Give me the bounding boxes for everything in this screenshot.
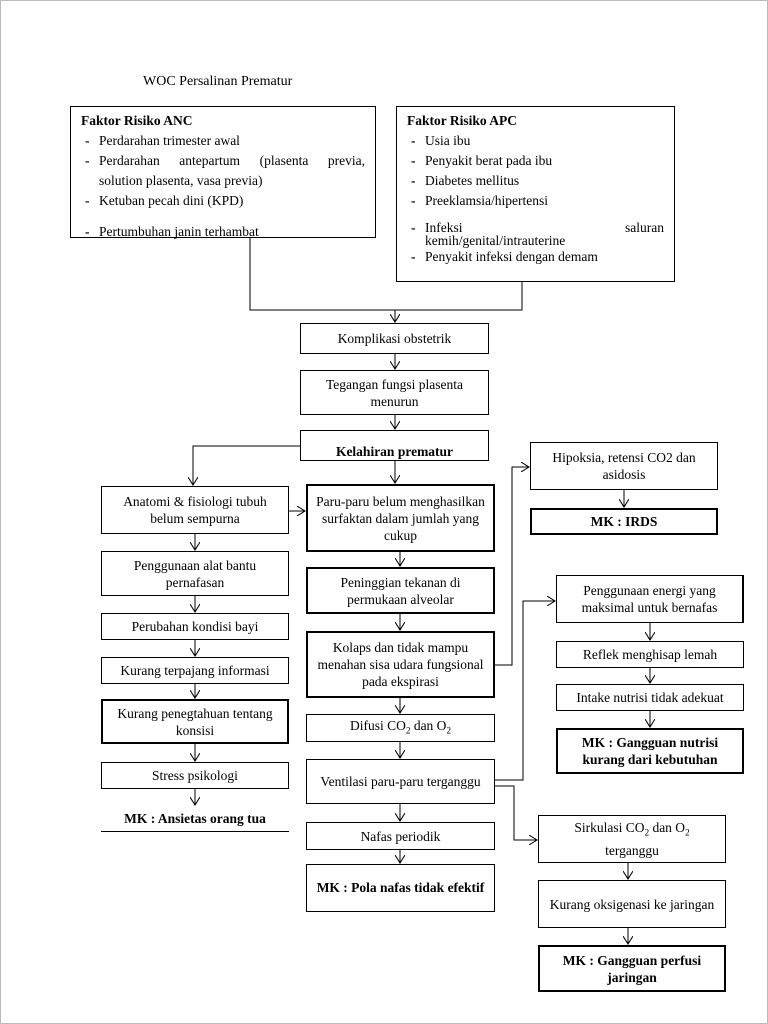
- alat-bantu-box: Penggunaan alat bantu pernafasan: [101, 551, 289, 596]
- apc-item-cont: kemih/genital/intrauterine: [425, 233, 566, 248]
- stress-box: Stress psikologi: [101, 762, 289, 789]
- kelahiran-box: Kelahiran prematur: [300, 430, 489, 461]
- difusi-box: Difusi CO2 dan O2: [306, 714, 495, 742]
- mk-perfusi-box: MK : Gangguan perfusi jaringan: [538, 945, 726, 992]
- pengetahuan-box: Kurang penegtahuan tentang konsisi: [101, 699, 289, 744]
- peninggian-box: Peninggian tekanan di permukaan alveolar: [306, 567, 495, 614]
- anc-item-cont: solution plasenta, vasa previa): [99, 173, 263, 188]
- mk-nutrisi-box: MK : Gangguan nutrisi kurang dari kebutu…: [556, 728, 744, 774]
- sirkulasi-box: Sirkulasi CO2 dan O2 terganggu: [538, 815, 726, 863]
- arrow: [495, 467, 529, 666]
- paru-box: Paru-paru belum menghasilkan surfaktan d…: [306, 484, 495, 552]
- tegangan-box: Tegangan fungsi plasenta menurun: [300, 370, 489, 415]
- kondisi-bayi-box: Perubahan kondisi bayi: [101, 613, 289, 640]
- anc-risk-box: Faktor Risiko ANC Perdarahan trimester a…: [70, 106, 376, 242]
- komplikasi-box: Komplikasi obstetrik: [300, 323, 489, 354]
- mk-ansietas-box: MK : Ansietas orang tua: [101, 806, 289, 832]
- anc-item: Pertumbuhan janin terhambat: [81, 222, 365, 242]
- anatomi-box: Anatomi & fisiologi tubuh belum sempurna: [101, 486, 289, 534]
- apc-item: Diabetes mellitus: [407, 171, 664, 191]
- oksigenasi-box: Kurang oksigenasi ke jaringan: [538, 880, 726, 928]
- apc-risk-box: Faktor Risiko APC Usia ibu Penyakit bera…: [396, 106, 675, 282]
- apc-item: Penyakit infeksi dengan demam: [407, 247, 664, 267]
- reflek-box: Reflek menghisap lemah: [556, 641, 744, 668]
- nafas-box: Nafas periodik: [306, 822, 495, 850]
- apc-item: Penyakit berat pada ibu: [407, 151, 664, 171]
- apc-heading: Faktor Risiko APC: [407, 113, 518, 128]
- kolaps-box: Kolaps dan tidak mampu menahan sisa udar…: [306, 631, 495, 698]
- intake-box: Intake nutrisi tidak adekuat: [556, 684, 744, 711]
- arrow: [495, 601, 555, 781]
- arrow: [193, 445, 300, 485]
- mk-irds-box: MK : IRDS: [530, 508, 718, 535]
- energi-box: Penggunaan energi yang maksimal untuk be…: [556, 575, 744, 623]
- hipoksia-box: Hipoksia, retensi CO2 dan asidosis: [530, 442, 718, 490]
- anc-item: Ketuban pecah dini (KPD): [81, 191, 365, 211]
- anc-item: Perdarahan trimester awal: [81, 131, 365, 151]
- apc-item: Infeksi saluran: [407, 221, 664, 236]
- diagram-title: WOC Persalinan Prematur: [143, 74, 293, 89]
- connector: [249, 238, 523, 311]
- ventilasi-box: Ventilasi paru-paru terganggu: [306, 759, 495, 804]
- apc-item: Preeklamsia/hipertensi: [407, 191, 664, 211]
- informasi-box: Kurang terpajang informasi: [101, 657, 289, 684]
- arrow: [495, 785, 537, 840]
- anc-item: Perdarahan antepartum (plasenta previa,: [81, 151, 365, 171]
- apc-item: Usia ibu: [407, 131, 664, 151]
- mk-pola-nafas-box: MK : Pola nafas tidak efektif: [306, 864, 495, 912]
- anc-heading: Faktor Risiko ANC: [81, 113, 193, 128]
